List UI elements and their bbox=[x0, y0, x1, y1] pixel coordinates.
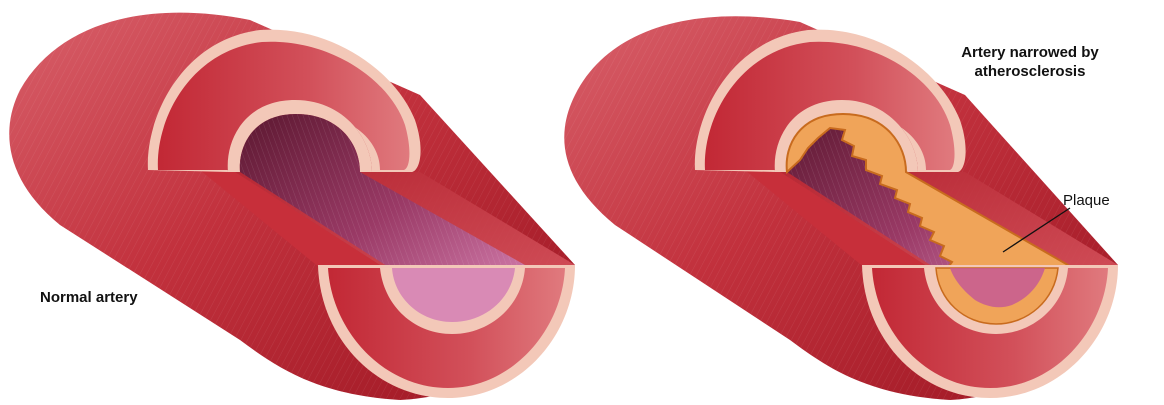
narrowed-artery-label: Artery narrowed by atherosclerosis bbox=[930, 43, 1130, 81]
normal-artery bbox=[9, 13, 575, 400]
plaque-label: Plaque bbox=[1063, 191, 1110, 210]
normal-artery-label: Normal artery bbox=[40, 288, 138, 307]
narrowed-artery-label-line2: atherosclerosis bbox=[975, 63, 1086, 80]
narrowed-artery-label-line1: Artery narrowed by bbox=[961, 44, 1099, 61]
